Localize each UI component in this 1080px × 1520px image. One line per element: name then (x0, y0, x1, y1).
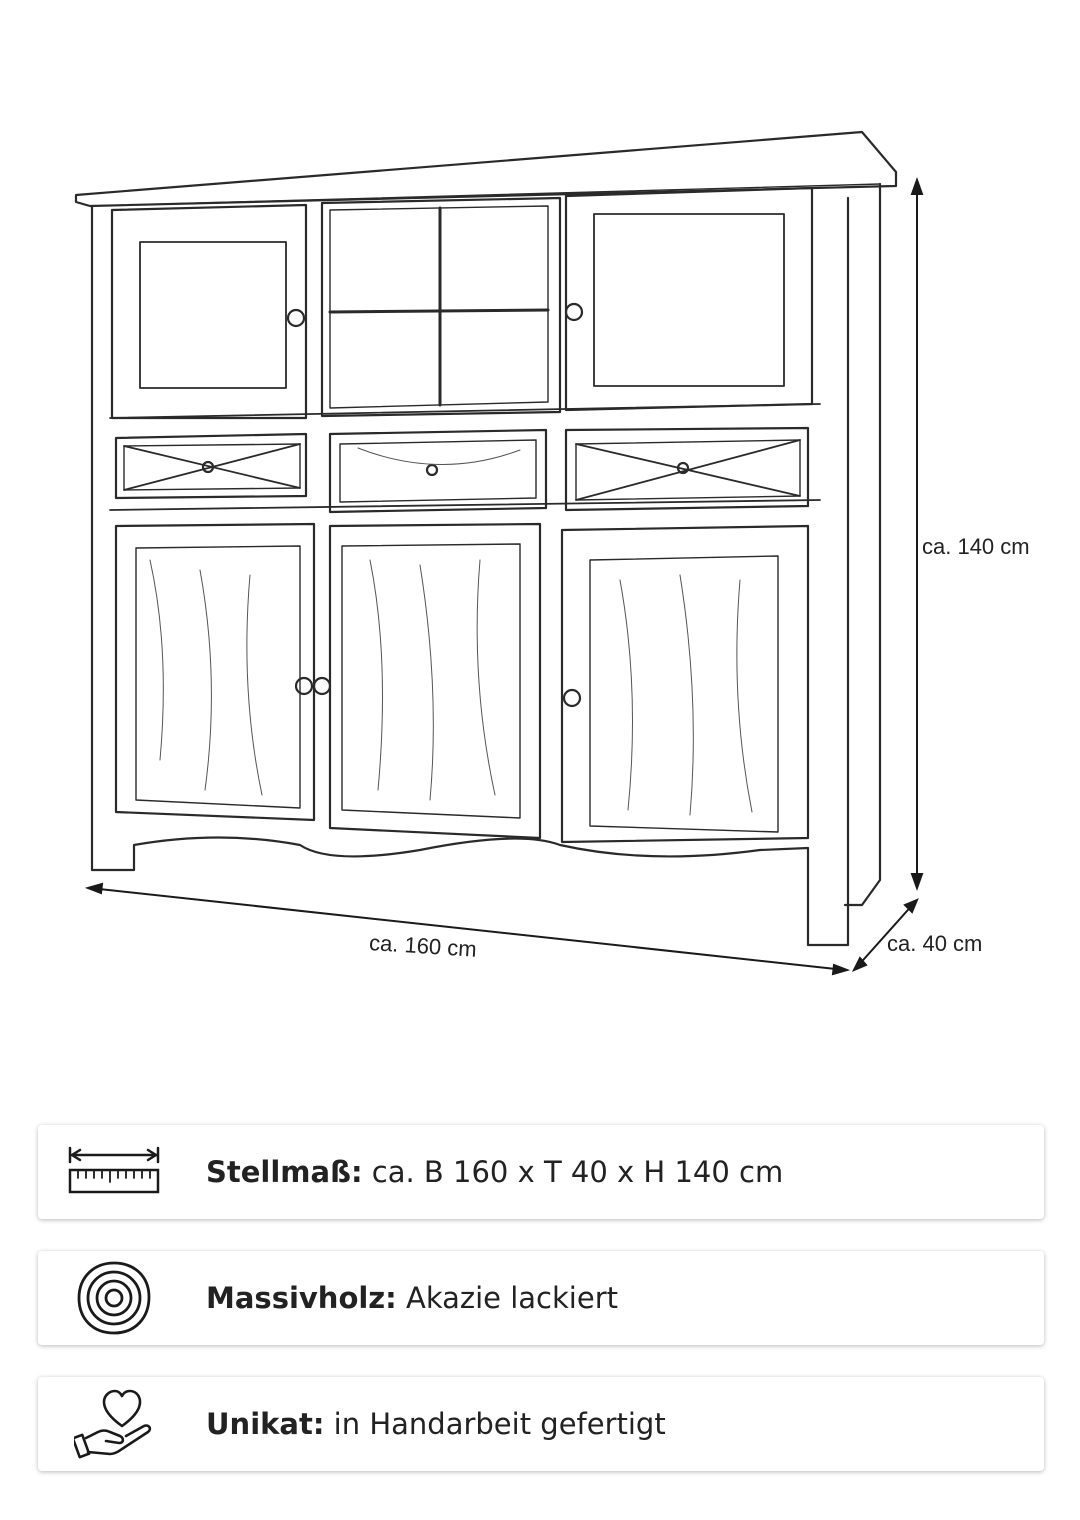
drawer-left (114, 432, 308, 500)
glass-door-right (564, 186, 814, 412)
glass-door-middle (320, 196, 562, 418)
height-label: ca. 140 cm (922, 534, 1030, 559)
feature-key: Stellmaß: (206, 1155, 363, 1189)
feature-card-dimensions: Stellmaß: ca. B 160 x T 40 x H 140 cm (38, 1125, 1044, 1219)
ruler-icon (66, 1135, 162, 1209)
feature-card-material: Massivholz: Akazie lackiert (38, 1251, 1044, 1345)
feature-value: ca. B 160 x T 40 x H 140 cm (371, 1155, 784, 1189)
sideboard-sketch (74, 130, 924, 976)
cabinet-side (843, 182, 882, 907)
heart-hand-icon (66, 1387, 162, 1461)
feature-key: Massivholz: (206, 1281, 397, 1315)
depth-dimension-line (855, 901, 916, 969)
glass-door-left (110, 203, 308, 420)
feature-text: Stellmaß: ca. B 160 x T 40 x H 140 cm (206, 1125, 783, 1219)
feature-key: Unikat: (206, 1407, 325, 1441)
cabinet-front (90, 196, 850, 947)
drawer-middle (328, 428, 548, 514)
feature-value: Akazie lackiert (406, 1281, 618, 1315)
drawer-right (564, 426, 810, 512)
depth-label: ca. 40 cm (887, 931, 983, 956)
feature-text: Massivholz: Akazie lackiert (206, 1251, 618, 1345)
cabinet-top (74, 130, 898, 208)
feature-text: Unikat: in Handarbeit gefertigt (206, 1377, 666, 1471)
wood-rings-icon (66, 1261, 162, 1335)
product-drawing: ca. 160 cm ca. 140 cm ca. 40 cm (74, 130, 1030, 976)
feature-card-unique: Unikat: in Handarbeit gefertigt (38, 1377, 1044, 1471)
lower-door-right (560, 524, 810, 844)
width-dimension-line (89, 887, 846, 971)
lower-door-middle (328, 522, 542, 840)
lower-door-left (114, 522, 316, 822)
feature-value: in Handarbeit gefertigt (333, 1407, 666, 1441)
